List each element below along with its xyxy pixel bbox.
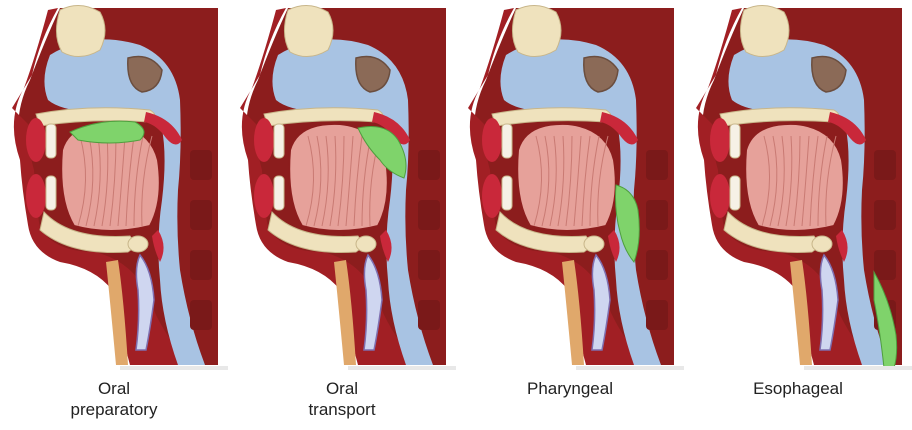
head-cross-section-illustration: [684, 0, 912, 372]
stage-caption-line-1: Oral: [228, 378, 456, 399]
stage-caption: Pharyngeal: [456, 378, 684, 399]
hyoid-bone: [584, 236, 604, 252]
lower-tooth: [274, 176, 284, 210]
vertebra: [874, 250, 896, 280]
upper-tooth: [46, 124, 56, 158]
lower-tooth: [502, 176, 512, 210]
stage-caption-line-2: transport: [228, 399, 456, 420]
sinus-bone: [512, 5, 561, 56]
stage-caption-line-1: Oral: [0, 378, 228, 399]
upper-lip: [254, 118, 274, 162]
vertebra: [646, 250, 668, 280]
head-cross-section-illustration: [0, 0, 228, 372]
upper-tooth: [730, 124, 740, 158]
head-cross-section-illustration: [456, 0, 684, 372]
upper-lip: [710, 118, 730, 162]
lower-tooth: [46, 176, 56, 210]
vertebra: [418, 300, 440, 330]
vertebra: [418, 250, 440, 280]
upper-lip: [482, 118, 502, 162]
sinus-bone: [56, 5, 105, 56]
stage-panel: [684, 0, 912, 372]
sinus-bone: [740, 5, 789, 56]
stage-panel: [456, 0, 684, 372]
stage-panel: [0, 0, 228, 372]
stage-caption-line-1: Esophageal: [684, 378, 912, 399]
vertebra: [646, 300, 668, 330]
lower-tooth: [730, 176, 740, 210]
stage-caption-line-2: preparatory: [0, 399, 228, 420]
lower-lip: [26, 174, 46, 218]
head-cross-section-illustration: [228, 0, 456, 372]
vertebra: [646, 150, 668, 180]
panel-baseline: [576, 366, 684, 370]
panel-baseline: [120, 366, 228, 370]
lower-lip: [710, 174, 730, 218]
vertebra: [874, 200, 896, 230]
vertebra: [190, 200, 212, 230]
vertebra: [190, 250, 212, 280]
vertebra: [874, 150, 896, 180]
stage-caption-line-1: Pharyngeal: [456, 378, 684, 399]
tongue: [517, 124, 616, 231]
hyoid-bone: [356, 236, 376, 252]
lower-lip: [254, 174, 274, 218]
upper-tooth: [274, 124, 284, 158]
tongue: [745, 124, 844, 231]
stage-caption: Esophageal: [684, 378, 912, 399]
sinus-bone: [284, 5, 333, 56]
vertebra: [190, 150, 212, 180]
upper-tooth: [502, 124, 512, 158]
panel-baseline: [348, 366, 456, 370]
stage-panel: [228, 0, 456, 372]
panel-baseline: [804, 366, 912, 370]
vertebra: [646, 200, 668, 230]
lower-lip: [482, 174, 502, 218]
vertebra: [190, 300, 212, 330]
upper-lip: [26, 118, 46, 162]
vertebra: [418, 150, 440, 180]
hyoid-bone: [812, 236, 832, 252]
vertebra: [418, 200, 440, 230]
hyoid-bone: [128, 236, 148, 252]
